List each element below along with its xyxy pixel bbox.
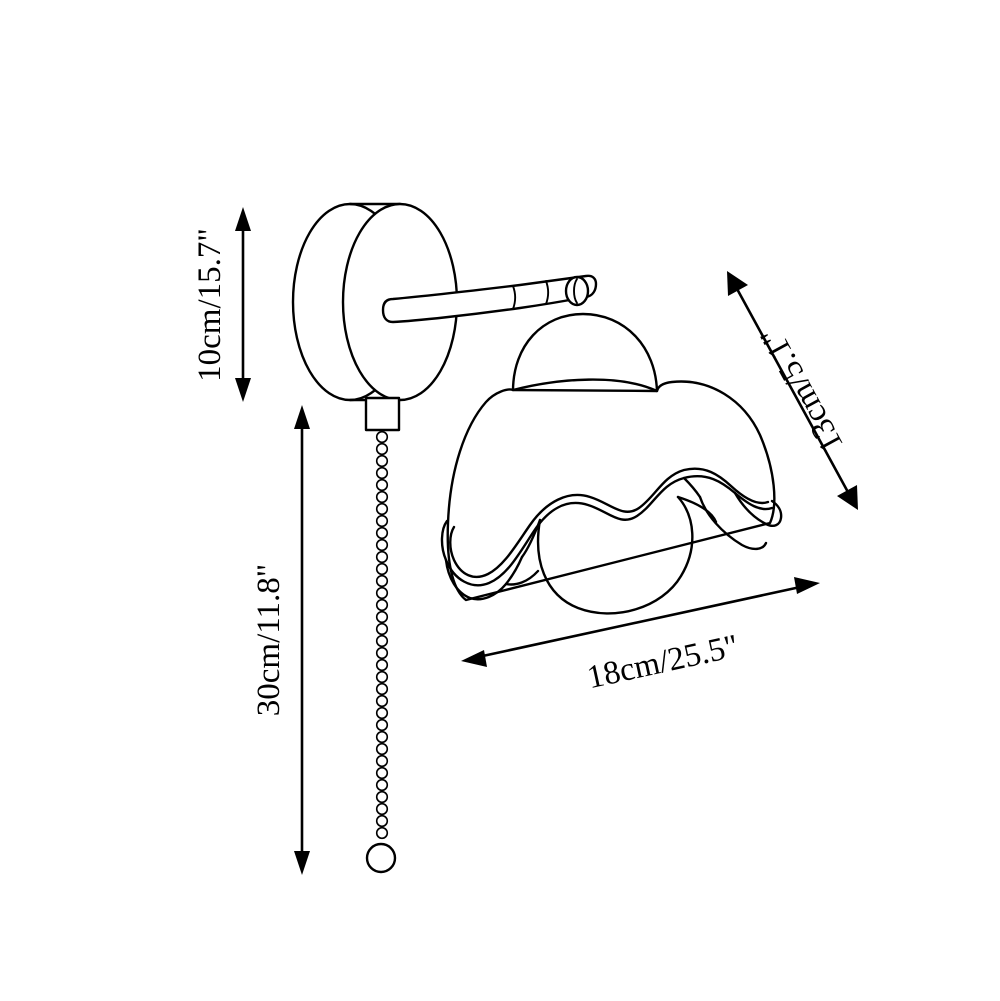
shade-dome-seam: [511, 378, 659, 393]
shade-rim-inner-wave: [449, 467, 770, 579]
bulb-sphere: [536, 495, 694, 615]
switch-housing-box: [364, 396, 401, 432]
shade-rim-lobe-left-fold: [504, 569, 540, 586]
projection-arrow-shaft: [734, 286, 851, 495]
pull-chain-end-ring: [365, 842, 397, 874]
shade-rim-left-crease: [520, 518, 542, 559]
chain-length-arrowhead-bottom: [294, 851, 310, 875]
shade-rim-outer-wave: [440, 475, 774, 587]
pull-switch-assembly: [364, 396, 401, 874]
shade-rim-right-crease: [682, 476, 702, 499]
arm-band-2: [545, 280, 550, 305]
mount-height-arrowhead-bottom: [235, 378, 251, 402]
projection-arrowhead-lower: [837, 485, 858, 510]
shade-rim-lobe-left: [444, 555, 524, 601]
shade-rim-lobe-right: [733, 491, 783, 527]
projection-arrowhead-upper: [727, 271, 748, 296]
support-arm-part: [381, 274, 598, 324]
pull-chain-beads: [375, 430, 389, 840]
shade-width-arrow-shaft: [477, 584, 806, 659]
mount-height-arrowhead-top: [235, 207, 251, 231]
arm-knuckle-seam: [573, 278, 578, 304]
arm-band-1: [512, 285, 517, 310]
dimension-mount-height: 10cm/15.7": [192, 207, 251, 402]
arm-knuckle-joint: [564, 275, 590, 307]
shade-rim-lobe-right-fold: [698, 495, 768, 551]
lamp-shade-part: [440, 312, 783, 615]
dimension-label-mount-height: 10cm/15.7": [192, 228, 228, 382]
dimension-label-pull-chain-length: 30cm/11.8": [251, 564, 287, 716]
chain-length-arrowhead-top: [294, 405, 310, 429]
shade-width-arrowhead-right: [794, 577, 820, 594]
shade-dome-cap: [511, 312, 659, 394]
dimension-pull-chain-length: 30cm/11.8": [251, 405, 310, 875]
shade-width-arrowhead-left: [461, 650, 487, 667]
